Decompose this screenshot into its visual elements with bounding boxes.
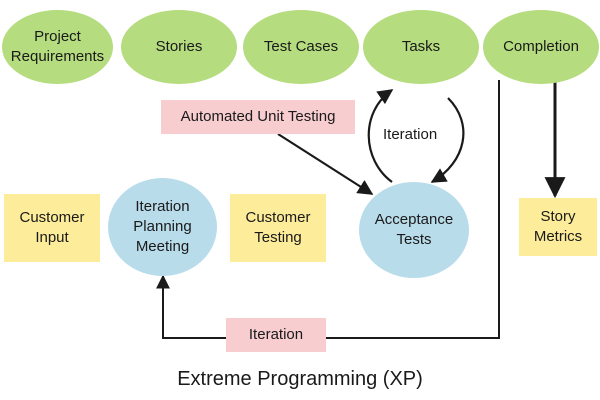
box-automated-unit-testing: Automated Unit Testing xyxy=(161,100,355,134)
arrow-loop-up xyxy=(367,89,394,183)
label: Iteration xyxy=(248,326,304,343)
label-iteration-loop: Iteration xyxy=(383,126,438,143)
arrow-unit-testing-to-acceptance xyxy=(277,133,374,195)
node-tasks: Tasks xyxy=(363,10,479,84)
label-line: Meeting xyxy=(135,238,190,255)
arrow-iteration-feedback xyxy=(156,80,500,339)
node-completion: Completion xyxy=(483,10,599,84)
label: Tasks xyxy=(401,38,441,55)
node-test-cases: Test Cases xyxy=(243,10,359,84)
label-line: Planning xyxy=(133,218,192,235)
label-line: Iteration xyxy=(135,198,190,215)
node-iteration-planning-meeting: Iteration Planning Meeting xyxy=(108,178,217,276)
label-line: Requirements xyxy=(10,48,105,65)
diagram-caption: Extreme Programming (XP) xyxy=(177,368,423,390)
label-line: Project xyxy=(34,28,81,45)
label-line: Customer xyxy=(19,209,85,226)
box-story-metrics: Story Metrics xyxy=(519,198,597,256)
label: Completion xyxy=(503,38,579,55)
node-stories: Stories xyxy=(121,10,237,84)
label-line: Testing xyxy=(254,229,302,246)
label: Stories xyxy=(155,38,203,55)
label: Test Cases xyxy=(263,38,339,55)
label-line: Story xyxy=(540,208,576,225)
box-customer-testing: Customer Testing xyxy=(230,194,326,262)
arrow-loop-down xyxy=(430,97,465,183)
label-line: Metrics xyxy=(533,228,583,245)
label: Automated Unit Testing xyxy=(180,108,336,125)
box-iteration-feedback: Iteration xyxy=(226,318,326,352)
label-line: Acceptance xyxy=(374,211,454,228)
node-acceptance-tests: Acceptance Tests xyxy=(359,182,469,278)
label-line: Input xyxy=(35,229,69,246)
box-customer-input: Customer Input xyxy=(4,194,100,262)
label-line: Tests xyxy=(396,231,432,248)
node-project-requirements: Project Requirements xyxy=(2,10,113,84)
label-line: Customer xyxy=(245,209,311,226)
